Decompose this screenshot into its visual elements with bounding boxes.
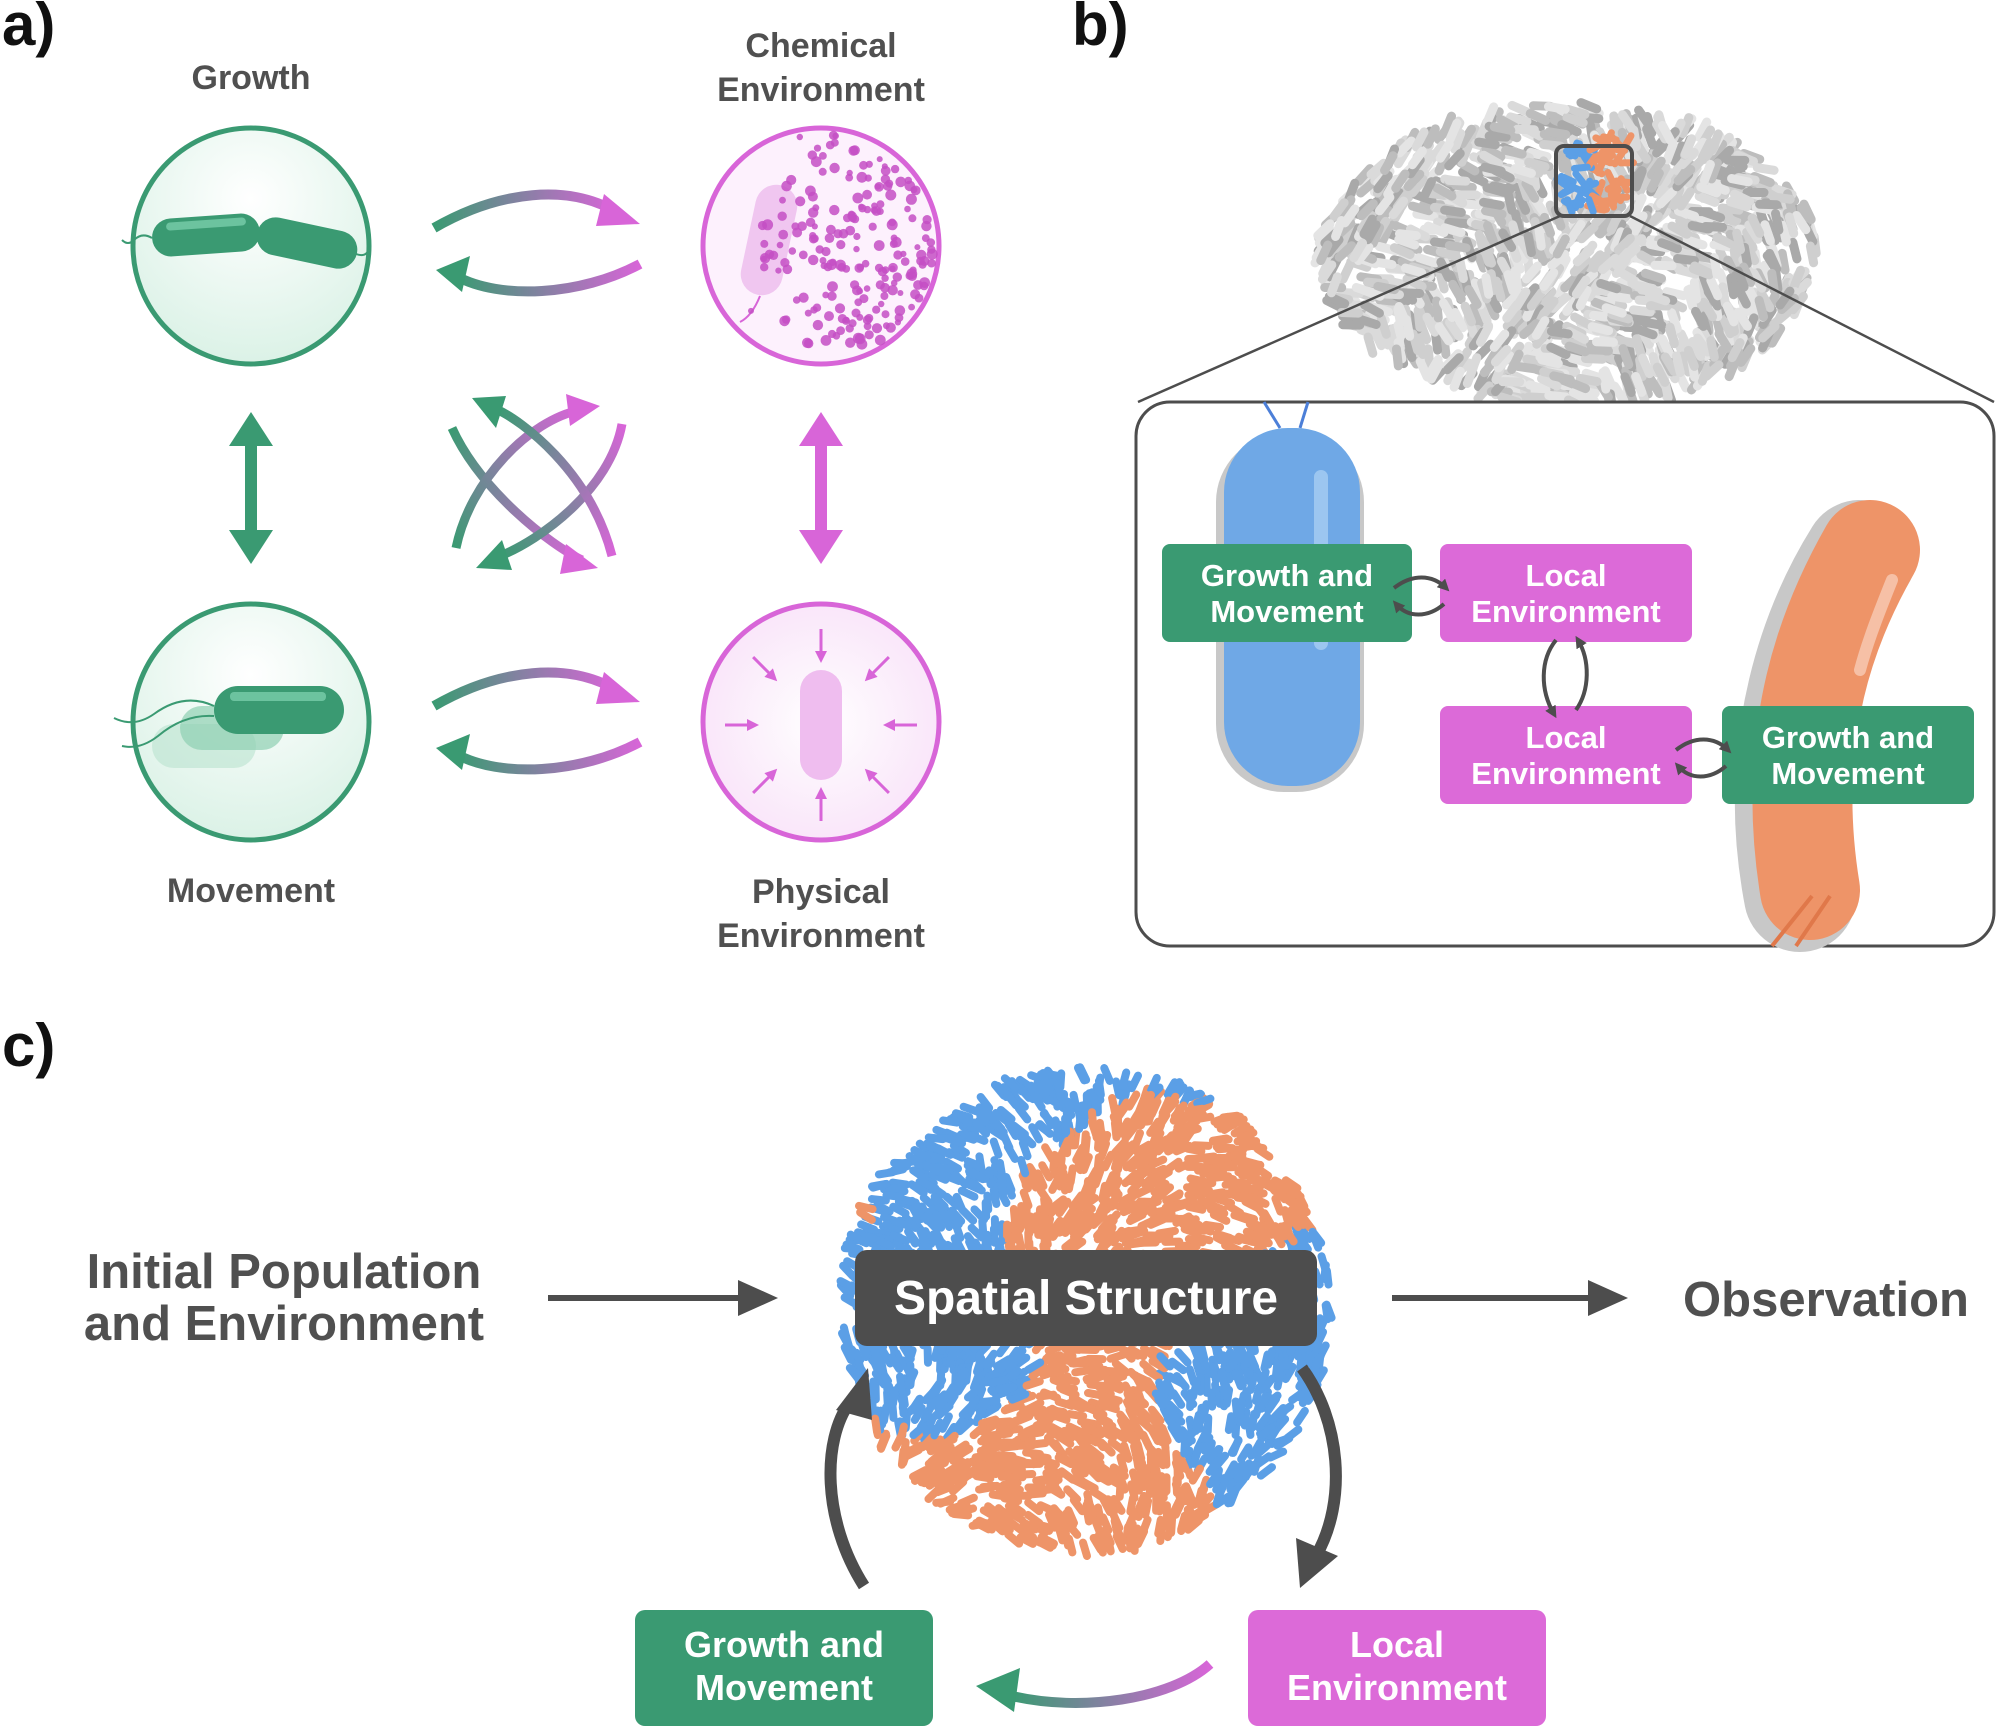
observation-label: Observation bbox=[1683, 1273, 1969, 1327]
local-environment-box-top: Local Environment bbox=[1440, 544, 1692, 642]
box4-line1: Growth and bbox=[1762, 720, 1934, 755]
panel-b-label: b) bbox=[1072, 0, 1129, 58]
box1-line1: Growth and bbox=[1201, 558, 1373, 593]
growth-label: Growth bbox=[192, 59, 311, 97]
physical-environment-circle bbox=[700, 601, 942, 843]
box2-line1: Local bbox=[1526, 558, 1607, 593]
physical-label-line1: Physical bbox=[752, 873, 890, 911]
output-arrow bbox=[1392, 1280, 1628, 1316]
local-environment-box-c: Local Environment bbox=[1248, 1610, 1546, 1726]
feedback-arrow-down bbox=[1296, 1364, 1342, 1588]
growth-chemical-arrows bbox=[431, 189, 643, 297]
growth-circle bbox=[121, 125, 372, 367]
chemical-label-line2: Environment bbox=[717, 71, 925, 109]
gray-colony bbox=[1310, 98, 1821, 416]
orange-bacterium-icon bbox=[1734, 500, 1920, 952]
zoom-line-right bbox=[1629, 214, 1995, 404]
growth-movement-arrow bbox=[229, 412, 273, 564]
local-to-growth-arrow bbox=[976, 1660, 1214, 1712]
box3-line2: Environment bbox=[1471, 756, 1660, 791]
c-growth-line2: Movement bbox=[695, 1667, 873, 1708]
zoom-line-left bbox=[1137, 214, 1561, 404]
movement-circle bbox=[113, 601, 372, 843]
pressure-arrows bbox=[725, 629, 917, 821]
physical-label-line2: Environment bbox=[717, 917, 925, 955]
box1-line2: Movement bbox=[1210, 594, 1363, 629]
panel-a: a) Growth Chemical Environment Movement … bbox=[2, 0, 942, 955]
growth-movement-box-c: Growth and Movement bbox=[635, 1610, 933, 1726]
panel-a-label: a) bbox=[2, 0, 55, 58]
c-local-line2: Environment bbox=[1287, 1667, 1507, 1708]
chemical-environment-circle bbox=[700, 125, 942, 367]
dividing-bacterium-icon bbox=[121, 213, 371, 269]
zoom-square bbox=[1554, 144, 1634, 218]
chemical-molecules bbox=[748, 130, 938, 350]
movement-label: Movement bbox=[167, 872, 335, 910]
motile-bacterium-icon bbox=[113, 686, 344, 768]
feedback-arrow-up bbox=[824, 1368, 872, 1590]
c-local-line1: Local bbox=[1350, 1624, 1444, 1665]
growth-movement-box-orange: Growth and Movement bbox=[1722, 706, 1974, 804]
input-arrow bbox=[548, 1280, 778, 1316]
panel-c-label: c) bbox=[2, 1012, 55, 1079]
growth-movement-box-blue: Growth and Movement bbox=[1162, 544, 1412, 642]
initial-label-line1: Initial Population bbox=[87, 1245, 482, 1299]
box2-line2: Environment bbox=[1471, 594, 1660, 629]
initial-label-line2: and Environment bbox=[84, 1297, 484, 1351]
chemical-label-line1: Chemical bbox=[745, 27, 896, 65]
cycle-arrows-b bbox=[1392, 575, 1732, 779]
panel-b: b) Growth and Movement bbox=[1072, 0, 1996, 952]
spatial-structure-label: Spatial Structure bbox=[894, 1272, 1278, 1325]
box3-line1: Local bbox=[1526, 720, 1607, 755]
chemical-physical-arrow bbox=[799, 412, 843, 564]
compressed-bacterium-icon bbox=[800, 670, 842, 780]
local-environment-box-bottom: Local Environment bbox=[1440, 706, 1692, 804]
c-growth-line1: Growth and bbox=[684, 1624, 884, 1665]
cross-interaction-arrows bbox=[447, 394, 627, 574]
panel-c: c) Initial Population and Environment Sp… bbox=[2, 1012, 1969, 1726]
spatial-structure-box: Spatial Structure bbox=[855, 1250, 1317, 1346]
movement-physical-arrows bbox=[431, 667, 643, 775]
box4-line2: Movement bbox=[1771, 756, 1924, 791]
